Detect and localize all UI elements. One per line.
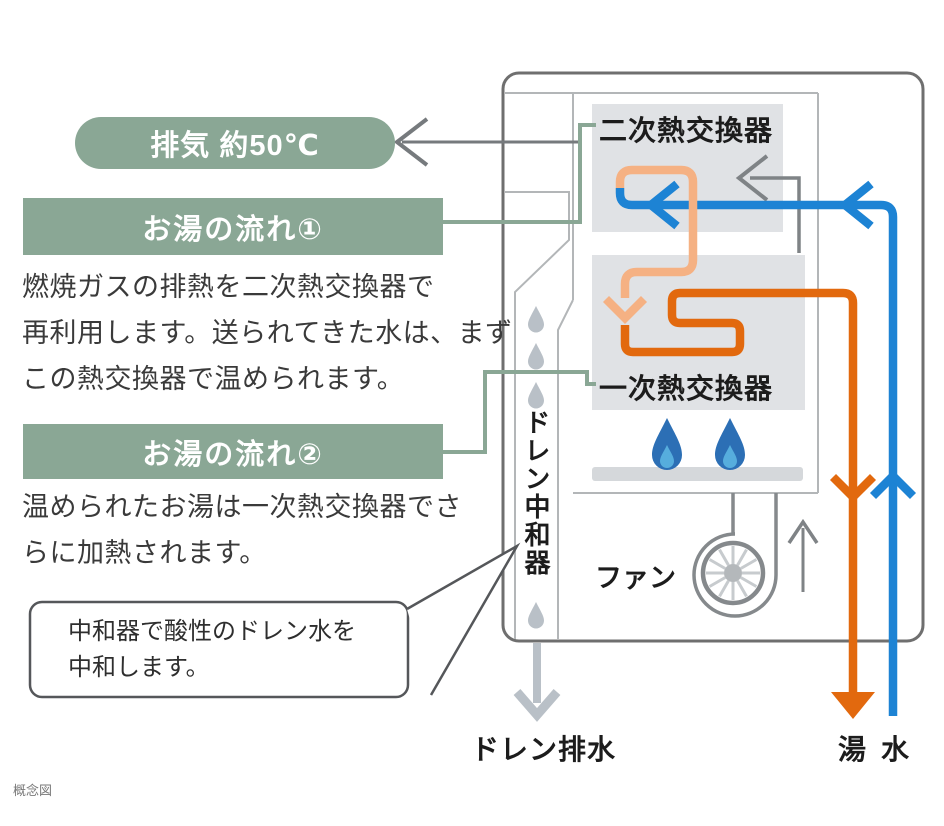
flow1-banner-text: お湯の流れ① <box>142 213 324 246</box>
burner-bar <box>592 467 803 481</box>
secondary-hx-label: 二次熱交換器 <box>599 115 774 146</box>
cold-water-pipe <box>615 180 917 716</box>
flow2-line: らに加熱されます。 <box>22 538 267 568</box>
caption: 概念図 <box>13 783 53 798</box>
exhaust-arrow <box>393 117 578 167</box>
drain-neutralizer-label: ドレン中和器 <box>521 409 551 577</box>
flow1-banner: お湯の流れ① <box>23 198 443 255</box>
flow2-line: 温められたお湯は一次熱交換器でさ <box>22 492 462 522</box>
warmed-water-pipe <box>602 165 698 325</box>
hot-water-pipe <box>620 288 877 719</box>
flow1-connector-line <box>440 123 596 224</box>
flow1-line: 燃焼ガスの排熱を二次熱交換器で <box>22 272 435 302</box>
flue-channel-lines <box>505 191 574 639</box>
primary-hx-label: 一次熱交換器 <box>599 373 774 404</box>
flow2-banner: お湯の流れ② <box>23 424 443 479</box>
callout-text-line: 中和します。 <box>68 655 210 681</box>
fan-airflow-arrow <box>787 518 819 592</box>
exhaust-label: 排気 約50℃ <box>75 117 395 169</box>
flow2-banner-text: お湯の流れ② <box>142 438 324 471</box>
callout-bubble <box>28 542 521 699</box>
exhaust-flow-arrow <box>735 154 801 253</box>
flow1-description: 燃焼ガスの排熱を二次熱交換器で 再利用します。送られてきた水は、まず この熱交換… <box>22 264 513 402</box>
fan-label: ファン <box>595 563 676 593</box>
fan-icon <box>692 493 778 618</box>
flow2-connector-line <box>440 370 596 454</box>
drain-arrow <box>513 643 561 722</box>
exhaust-label-text: 排気 約50℃ <box>150 130 320 162</box>
drain-droplet-icon <box>528 306 544 629</box>
flow2-description: 温められたお湯は一次熱交換器でさ らに加熱されます。 <box>22 484 462 576</box>
cold-water-label: 水 <box>881 734 910 765</box>
burner-flame-icon <box>652 418 682 470</box>
hot-water-label: 湯 <box>838 734 867 765</box>
callout-text-line: 中和器で酸性のドレン水を <box>68 619 356 645</box>
drain-outlet-label: ドレン排水 <box>471 734 617 765</box>
flow1-line: この熱交換器で温められます。 <box>22 364 405 394</box>
burner-flame-icon <box>715 418 745 470</box>
flow1-line: 再利用します。送られてきた水は、まず <box>22 318 513 348</box>
